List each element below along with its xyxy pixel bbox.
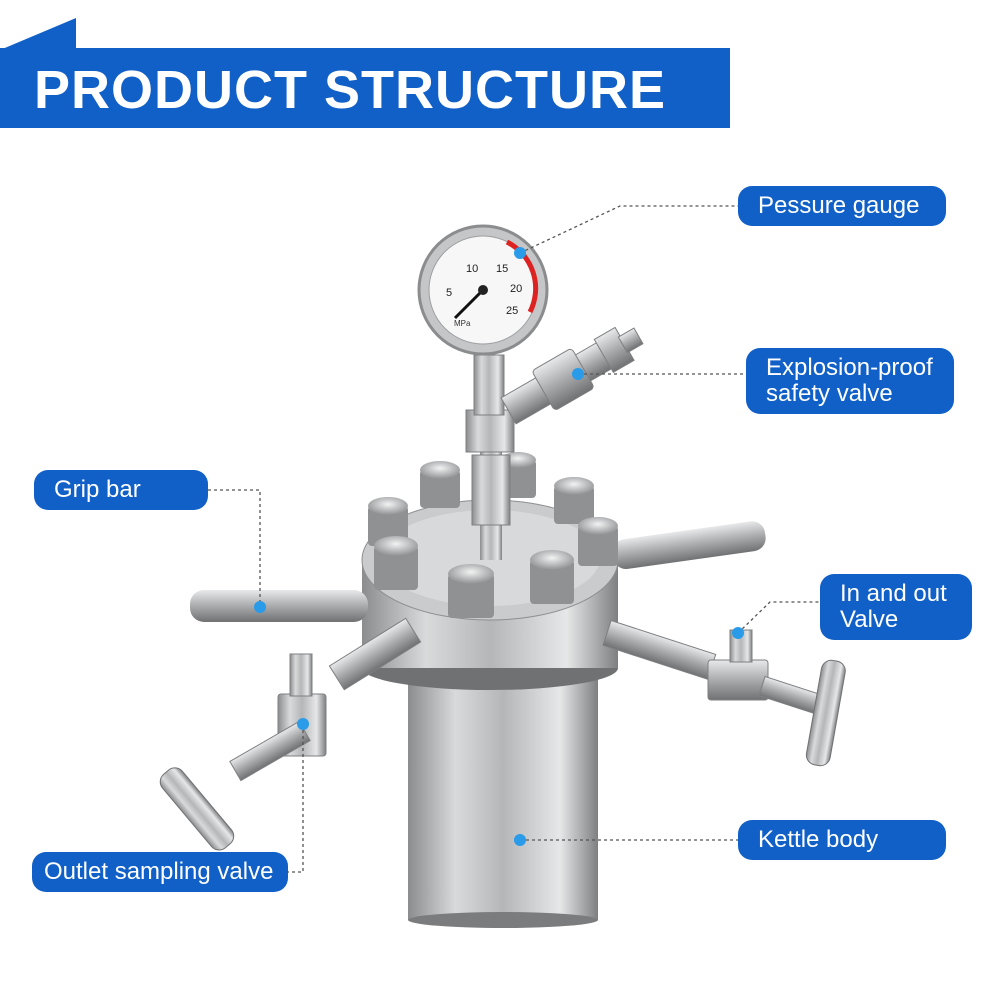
gauge-tick-15: 15 bbox=[496, 263, 508, 275]
outlet-sampling-valve bbox=[159, 617, 422, 851]
page-title: PRODUCT STRUCTURE bbox=[34, 60, 666, 120]
gauge-tick-20: 20 bbox=[510, 283, 522, 295]
grip-bar-right bbox=[612, 521, 766, 570]
marker-safety-valve bbox=[572, 368, 584, 380]
leader-in-out-valve bbox=[737, 601, 820, 634]
title-bar bbox=[0, 48, 730, 128]
label-safety-valve-text: Explosion-proof safety valve bbox=[766, 354, 933, 407]
safety-valve bbox=[500, 326, 644, 425]
marker-pressure-gauge bbox=[514, 247, 526, 259]
label-grip-bar-text: Grip bar bbox=[54, 476, 141, 503]
marker-outlet-valve bbox=[297, 718, 309, 730]
marker-kettle-body bbox=[514, 834, 526, 846]
gauge-tick-10: 10 bbox=[466, 263, 478, 275]
marker-grip-bar bbox=[254, 601, 266, 613]
label-grip-bar: Grip bar bbox=[34, 470, 208, 510]
kettle-body bbox=[408, 670, 598, 928]
markers bbox=[254, 247, 744, 846]
pressure-gauge: 5 10 15 20 25 MPa bbox=[417, 224, 549, 356]
gauge-tick-25: 25 bbox=[506, 305, 518, 317]
label-pressure-gauge: Pessure gauge bbox=[738, 186, 946, 226]
grip-bar-left bbox=[190, 590, 368, 622]
label-safety-valve: Explosion-proof safety valve bbox=[746, 348, 954, 414]
in-out-valve bbox=[602, 619, 846, 767]
gauge-tick-5: 5 bbox=[446, 287, 452, 299]
label-outlet-valve: Outlet sampling valve bbox=[32, 852, 288, 892]
gauge-unit: MPa bbox=[454, 319, 471, 328]
leader-grip-bar bbox=[208, 489, 261, 607]
leader-lines bbox=[208, 205, 820, 873]
label-kettle-body: Kettle body bbox=[738, 820, 946, 860]
label-in-out-valve-text: In and out Valve bbox=[840, 580, 947, 633]
label-pressure-gauge-text: Pessure gauge bbox=[758, 192, 920, 219]
label-outlet-valve-text: Outlet sampling valve bbox=[44, 858, 274, 885]
center-stem bbox=[465, 354, 515, 560]
label-kettle-body-text: Kettle body bbox=[758, 826, 879, 853]
leader-pressure-gauge bbox=[519, 205, 738, 254]
marker-in-out-valve bbox=[732, 627, 744, 639]
label-in-out-valve: In and out Valve bbox=[820, 574, 972, 640]
leader-outlet-valve bbox=[288, 724, 304, 873]
title-banner: PRODUCT STRUCTURE bbox=[0, 0, 760, 140]
